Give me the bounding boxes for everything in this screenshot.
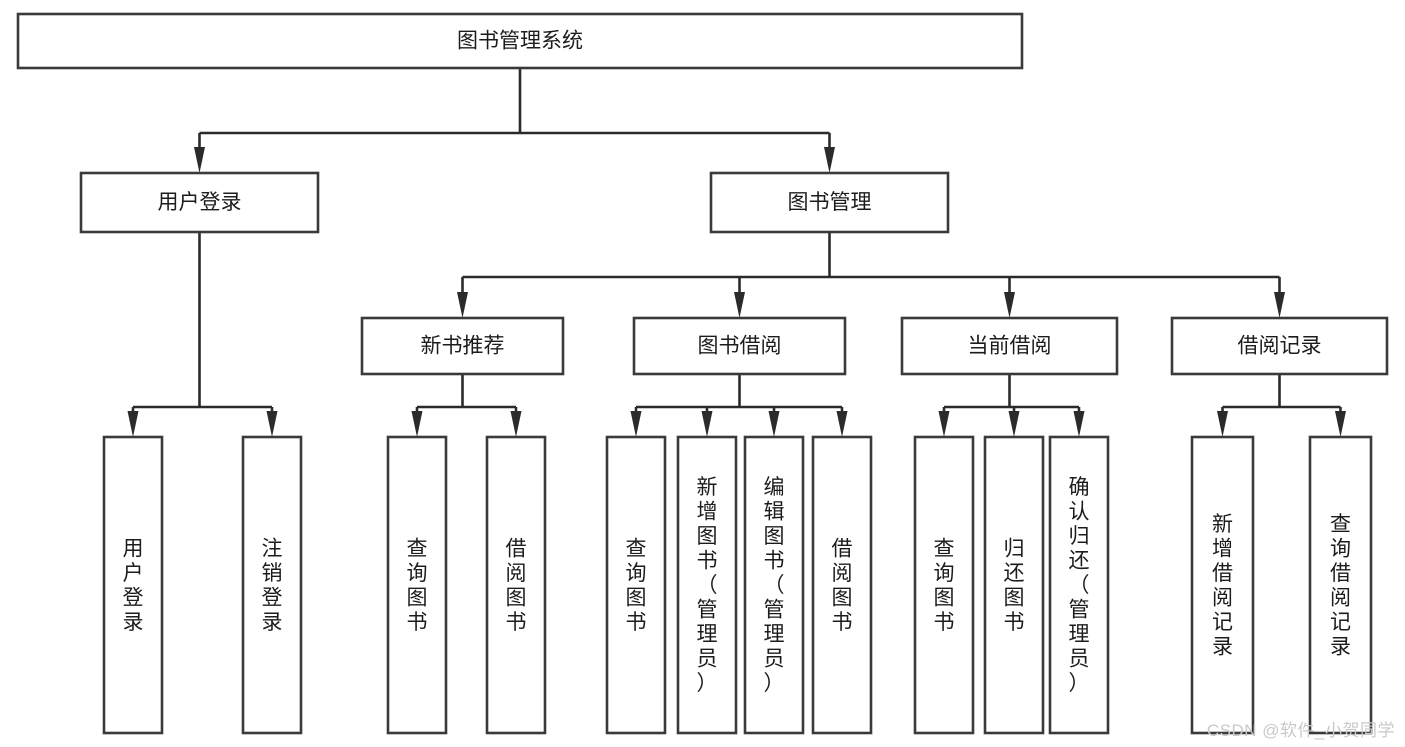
arrow-head-icon [836,411,848,437]
node-leaf-edit-book-admin[interactable]: 编辑图书（管理员） [743,435,805,735]
node-leaf-user-logout[interactable]: 注销登录 [241,435,303,735]
conn-book-manage [457,232,1285,318]
csdn-watermark: CSDN @软件_小贺同学 [1206,721,1395,740]
conn-root [194,68,835,173]
node-label-leaf-query-book-borrow: 查询图书 [626,537,647,634]
node-label-new-book-recommend: 新书推荐 [421,335,505,358]
node-label-root: 图书管理系统 [457,30,583,53]
conn-current-borrow [938,374,1085,437]
node-leaf-borrow-book-rec[interactable]: 借阅图书 [485,435,547,735]
node-label-current-borrow: 当前借阅 [968,335,1052,358]
node-box-user-login [79,171,320,234]
conn-borrow-record [1217,374,1346,437]
node-box-leaf-query-borrow-record [1308,435,1373,735]
node-borrow-record[interactable]: 借阅记录 [1170,316,1389,376]
node-box-current-borrow [900,316,1119,376]
node-box-borrow-record [1170,316,1389,376]
node-label-borrow-record: 借阅记录 [1238,335,1322,358]
node-box-leaf-add-borrow-record [1190,435,1255,735]
node-leaf-add-book-admin[interactable]: 新增图书（管理员） [676,435,738,735]
node-label-book-borrow: 图书借阅 [698,335,782,358]
node-box-leaf-query-book-borrow [605,435,667,735]
arrow-head-icon [411,411,423,437]
node-label-leaf-add-book-admin: 新增图书（管理员） [697,476,718,695]
node-label-leaf-confirm-return-admin: 确认归还（管理员） [1069,476,1090,695]
node-box-leaf-borrow-book-rec [485,435,547,735]
node-box-leaf-query-book-rec [386,435,448,735]
node-current-borrow[interactable]: 当前借阅 [900,316,1119,376]
node-new-book-recommend[interactable]: 新书推荐 [360,316,565,376]
conn-book-borrow [630,374,848,437]
arrow-head-icon [768,411,780,437]
arrow-head-icon [194,147,205,173]
arrow-head-icon [266,411,278,437]
arrow-head-icon [824,147,835,173]
node-label-book-manage: 图书管理 [788,191,872,214]
node-box-leaf-user-logout [241,435,303,735]
node-box-leaf-user-login [102,435,164,735]
node-leaf-confirm-return-admin[interactable]: 确认归还（管理员） [1048,435,1110,735]
node-label-leaf-user-logout: 注销登录 [262,537,283,634]
node-box-root [16,12,1024,70]
node-label-leaf-return-book: 归还图书 [1004,537,1025,634]
arrow-head-icon [630,411,642,437]
node-label-leaf-borrow-book-rec: 借阅图书 [506,537,527,634]
node-layer: 图书管理系统用户登录图书管理新书推荐图书借阅当前借阅借阅记录用户登录注销登录查询… [16,12,1389,735]
node-leaf-add-borrow-record[interactable]: 新增借阅记录 [1190,435,1255,735]
arrow-head-icon [1335,411,1346,437]
node-leaf-user-login[interactable]: 用户登录 [102,435,164,735]
node-label-leaf-query-book-current: 查询图书 [934,537,955,634]
node-label-leaf-query-borrow-record: 查询借阅记录 [1330,513,1351,659]
node-leaf-query-borrow-record[interactable]: 查询借阅记录 [1308,435,1373,735]
node-leaf-query-book-rec[interactable]: 查询图书 [386,435,448,735]
arrow-head-icon [1217,411,1228,437]
node-label-user-login: 用户登录 [158,191,242,214]
node-user-login[interactable]: 用户登录 [79,171,320,234]
node-box-leaf-borrow-book [811,435,873,735]
node-root[interactable]: 图书管理系统 [16,12,1024,70]
node-label-leaf-user-login: 用户登录 [123,537,144,634]
arrow-head-icon [938,411,950,437]
node-box-leaf-edit-book-admin [743,435,805,735]
node-book-borrow[interactable]: 图书借阅 [632,316,847,376]
arrow-head-icon [1073,411,1085,437]
arrow-head-icon [734,292,745,318]
node-leaf-query-book-current[interactable]: 查询图书 [913,435,975,735]
arrow-head-icon [127,411,139,437]
conn-new-book-recommend [411,374,522,437]
node-book-manage[interactable]: 图书管理 [709,171,950,234]
node-label-leaf-borrow-book: 借阅图书 [832,537,853,634]
node-leaf-borrow-book[interactable]: 借阅图书 [811,435,873,735]
node-box-leaf-add-book-admin [676,435,738,735]
node-box-book-manage [709,171,950,234]
node-leaf-return-book[interactable]: 归还图书 [983,435,1045,735]
arrow-head-icon [510,411,522,437]
node-box-book-borrow [632,316,847,376]
arrow-head-icon [1008,411,1020,437]
conn-user-login [127,232,278,437]
node-leaf-query-book-borrow[interactable]: 查询图书 [605,435,667,735]
connector-layer [127,68,1346,437]
arrow-head-icon [1004,292,1015,318]
node-box-leaf-confirm-return-admin [1048,435,1110,735]
node-box-leaf-query-book-current [913,435,975,735]
arrow-head-icon [701,411,713,437]
node-box-leaf-return-book [983,435,1045,735]
arrow-head-icon [457,292,468,318]
arrow-head-icon [1274,292,1285,318]
node-box-new-book-recommend [360,316,565,376]
node-label-leaf-add-borrow-record: 新增借阅记录 [1212,513,1233,659]
node-label-leaf-edit-book-admin: 编辑图书（管理员） [764,476,785,695]
node-label-leaf-query-book-rec: 查询图书 [407,537,428,634]
